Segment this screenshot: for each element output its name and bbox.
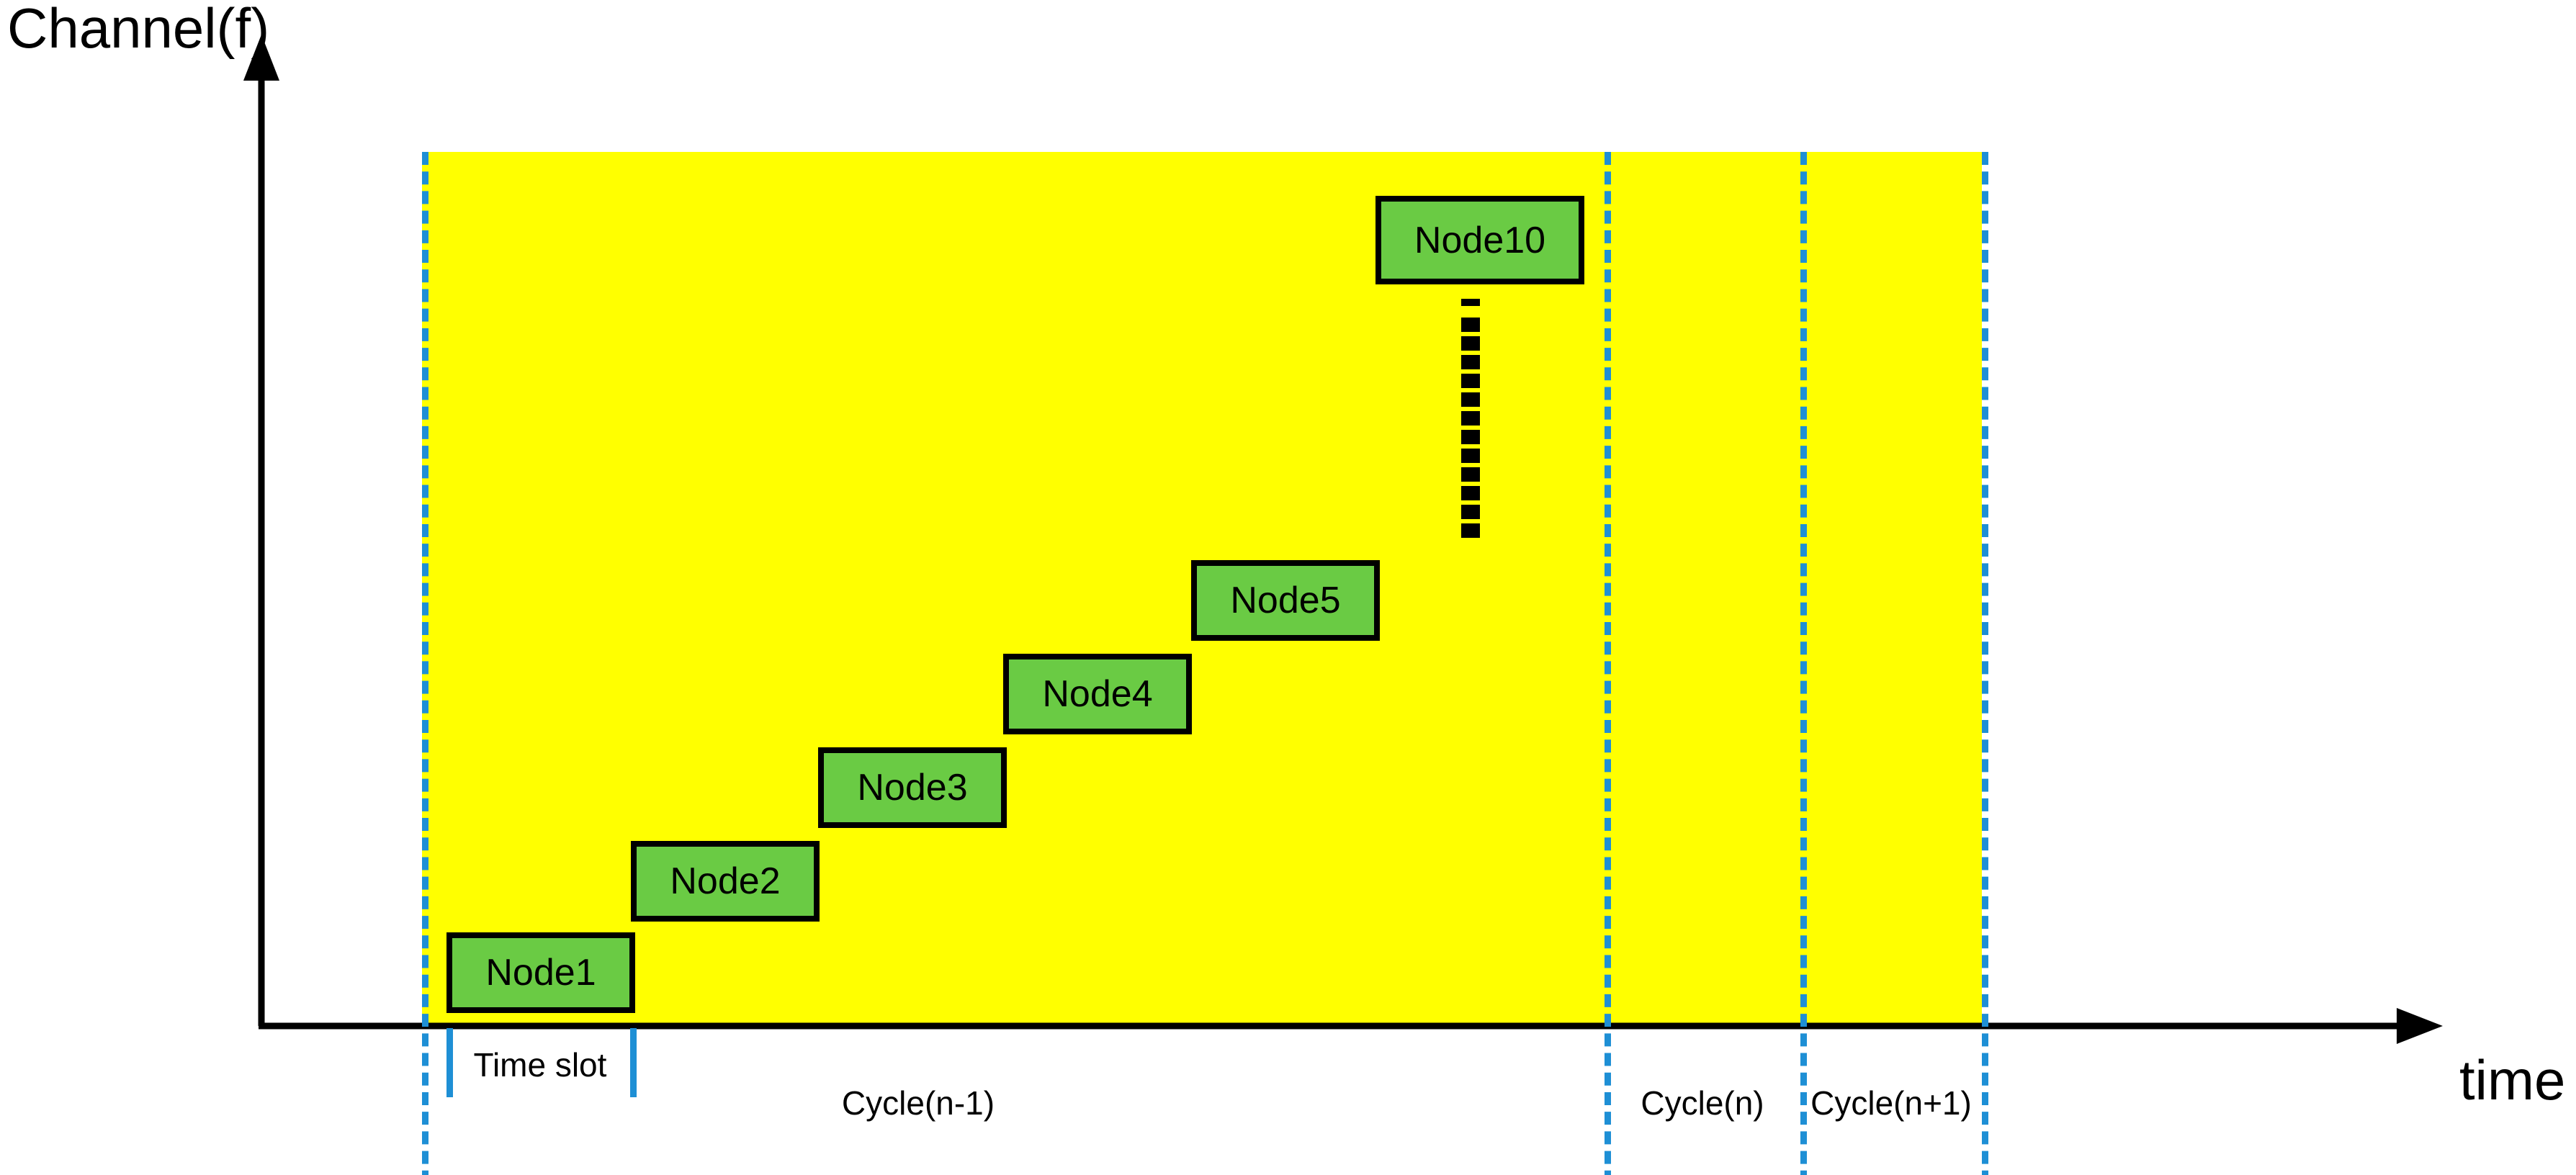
region-label-time-slot: Time slot — [473, 1046, 607, 1084]
vertical-dotted-ellipsis-icon — [1461, 299, 1481, 538]
cycle-boundary-marker-end — [1982, 152, 1988, 1175]
region-label-cycle-n-plus-1: Cycle(n+1) — [1810, 1084, 1972, 1122]
region-label-cycle-n: Cycle(n) — [1641, 1084, 1764, 1122]
node-label: Node2 — [670, 860, 781, 902]
x-axis-title: time — [2459, 1048, 2566, 1112]
node-label: Node10 — [1414, 219, 1546, 261]
cycle-boundary-marker-start — [422, 152, 428, 1175]
time-slot-tick-left — [446, 1028, 453, 1097]
node-box-4[interactable]: Node4 — [1003, 654, 1192, 734]
node-box-1[interactable]: Node1 — [446, 932, 635, 1013]
cycle-boundary-marker-n — [1605, 152, 1611, 1175]
region-label-cycle-n-minus-1: Cycle(n-1) — [841, 1084, 995, 1122]
node-box-3[interactable]: Node3 — [818, 747, 1007, 828]
node-box-5[interactable]: Node5 — [1191, 560, 1380, 641]
y-axis-title: Channel(f) — [7, 0, 270, 60]
node-box-2[interactable]: Node2 — [631, 841, 820, 922]
x-axis-arrow-icon — [2397, 1008, 2443, 1044]
node-label: Node5 — [1230, 580, 1341, 621]
node-label: Node1 — [485, 952, 596, 994]
node-label: Node3 — [857, 767, 968, 809]
node-box-10[interactable]: Node10 — [1375, 196, 1584, 284]
node-label: Node4 — [1042, 673, 1153, 715]
time-slot-tick-right — [630, 1028, 637, 1097]
cycle-boundary-marker-n-plus-1 — [1800, 152, 1807, 1175]
